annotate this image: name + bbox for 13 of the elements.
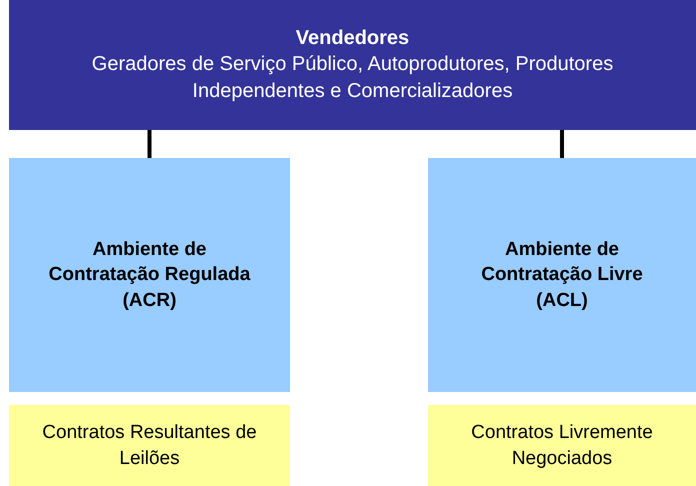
node-text: Geradores de Serviço Público, Autoprodutores, Produtores Independentes e Comercializadores <box>90 52 614 104</box>
connector-line <box>560 130 564 158</box>
contract-box <box>428 405 696 486</box>
node-text: Contratos Livremente Negociados <box>470 420 654 470</box>
contract-box <box>9 405 290 486</box>
market-box <box>9 158 290 392</box>
connector-line <box>148 130 152 158</box>
node-text: Contratos Resultantes de Leilões <box>41 420 258 470</box>
node-title: Vendedores <box>296 26 410 51</box>
market-box <box>428 158 696 392</box>
header-box <box>9 0 696 130</box>
node-text: Ambiente de Contratação Regulada (ACR) <box>48 238 252 313</box>
node-text: Ambiente de Contratação Livre (ACL) <box>480 238 644 313</box>
